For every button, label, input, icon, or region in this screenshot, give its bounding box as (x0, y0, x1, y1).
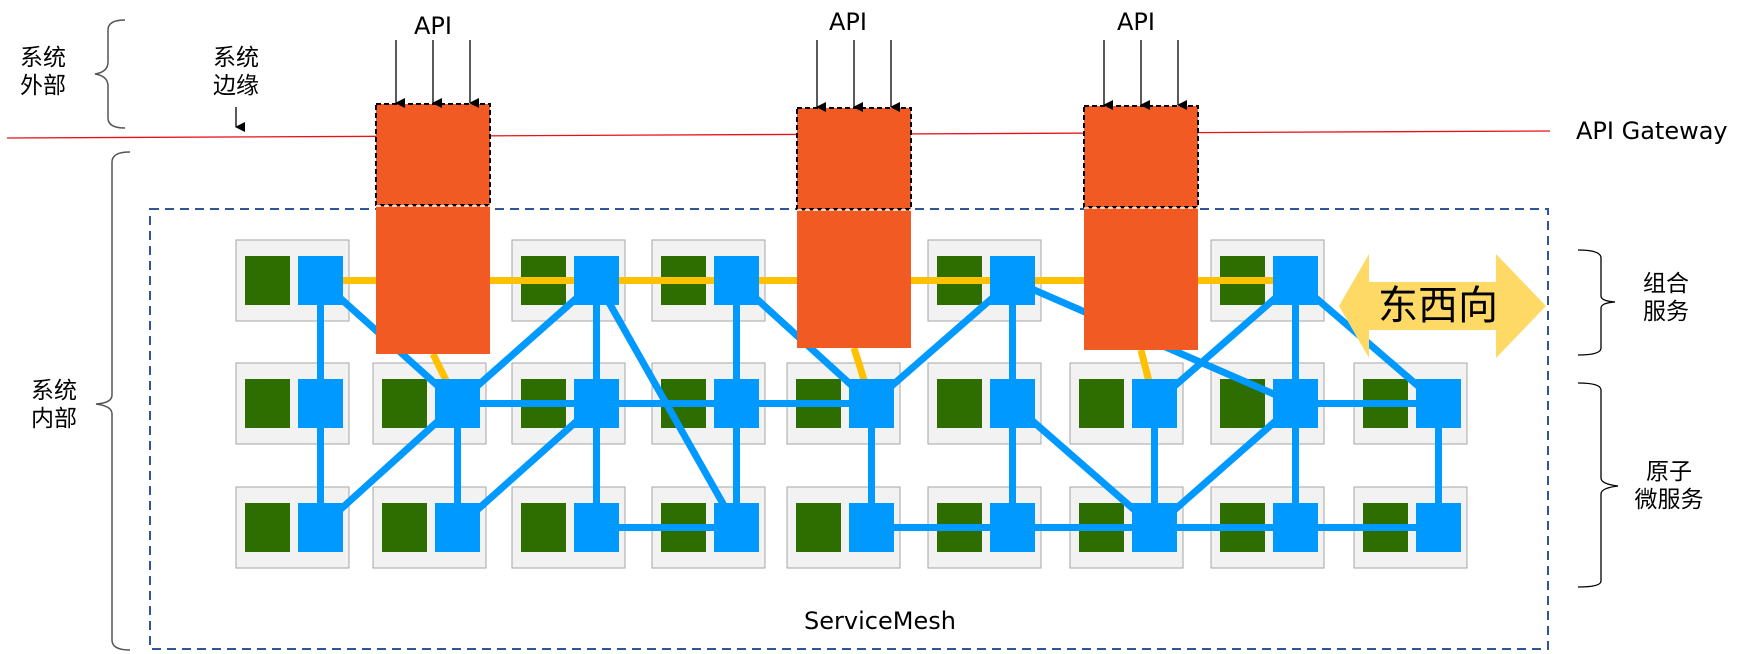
sidecar-proxy-block (435, 379, 480, 428)
mesh-link (318, 400, 460, 531)
label-api-3: API (1117, 8, 1155, 36)
api-gateway-2[interactable] (796, 107, 912, 348)
label-atomic-microservices: 原子 微服务 (1634, 459, 1704, 513)
brace-system-inside (95, 151, 131, 651)
mesh-link (1152, 400, 1298, 531)
gateway-block (1084, 106, 1198, 350)
label-system-edge: 系统 边缘 (213, 45, 259, 99)
sidecar-proxy-block (435, 503, 480, 552)
service-app-block (245, 256, 290, 305)
sidecar-proxy-block (1273, 503, 1318, 552)
mesh-link (1010, 400, 1157, 531)
service-app-block (1079, 379, 1124, 428)
gateway-block (797, 108, 911, 348)
sidecar-proxy-block (298, 503, 343, 552)
label-api-1: API (414, 12, 452, 40)
sidecar-proxy-block (1416, 503, 1461, 552)
mesh-link (1152, 277, 1298, 407)
sidecar-proxy-block (298, 379, 343, 428)
brace-composite-services (1577, 249, 1616, 356)
api-gateway-1[interactable] (375, 103, 491, 354)
sidecar-proxy-block (990, 503, 1035, 552)
brace-system-outside (94, 19, 126, 129)
api-gateway-3[interactable] (1083, 105, 1199, 350)
api-gateway-line (6, 130, 1551, 139)
sidecar-proxy-block (574, 503, 619, 552)
sidecar-proxy-block (990, 379, 1035, 428)
atomic-service-node[interactable] (235, 362, 350, 445)
sidecar-proxy-block (1132, 379, 1177, 428)
label-east-west: 东西向 (1378, 283, 1498, 329)
sidecar-proxy-block (1273, 379, 1318, 428)
label-system-outside: 系统 外部 (20, 45, 66, 99)
service-app-block (937, 379, 982, 428)
sidecar-proxy-block (714, 256, 759, 305)
sidecar-proxy-block (714, 379, 759, 428)
service-app-block (521, 503, 566, 552)
sidecar-proxy-block (714, 503, 759, 552)
brace-atomic-microservices (1577, 382, 1619, 588)
label-system-inside: 系统 内部 (31, 378, 77, 432)
sidecar-proxy-block (1132, 503, 1177, 552)
label-composite-services: 组合 服务 (1643, 271, 1689, 325)
sidecar-proxy-block (574, 379, 619, 428)
sidecar-proxy-block (574, 256, 619, 305)
composite-service-node[interactable] (235, 239, 350, 322)
sidecar-proxy-block (1416, 379, 1461, 428)
mesh-link (455, 400, 599, 531)
mesh-link (869, 277, 1015, 407)
east-west-arrow-icon (1339, 254, 1546, 358)
sidecar-proxy-block (849, 379, 894, 428)
sidecar-proxy-block (1273, 256, 1318, 305)
service-app-block (245, 503, 290, 552)
service-app-block (382, 379, 427, 428)
sidecar-proxy-block (298, 256, 343, 305)
gateway-block (376, 104, 490, 354)
label-service-mesh: ServiceMesh (804, 607, 956, 635)
label-api-2: API (829, 8, 867, 36)
service-app-block (796, 503, 841, 552)
atomic-service-node[interactable] (786, 486, 901, 569)
sidecar-proxy-block (990, 256, 1035, 305)
label-api-gateway: API Gateway (1576, 117, 1728, 145)
mesh-link (455, 277, 599, 407)
service-app-block (245, 379, 290, 428)
sidecar-proxy-block (849, 503, 894, 552)
service-app-block (382, 503, 427, 552)
